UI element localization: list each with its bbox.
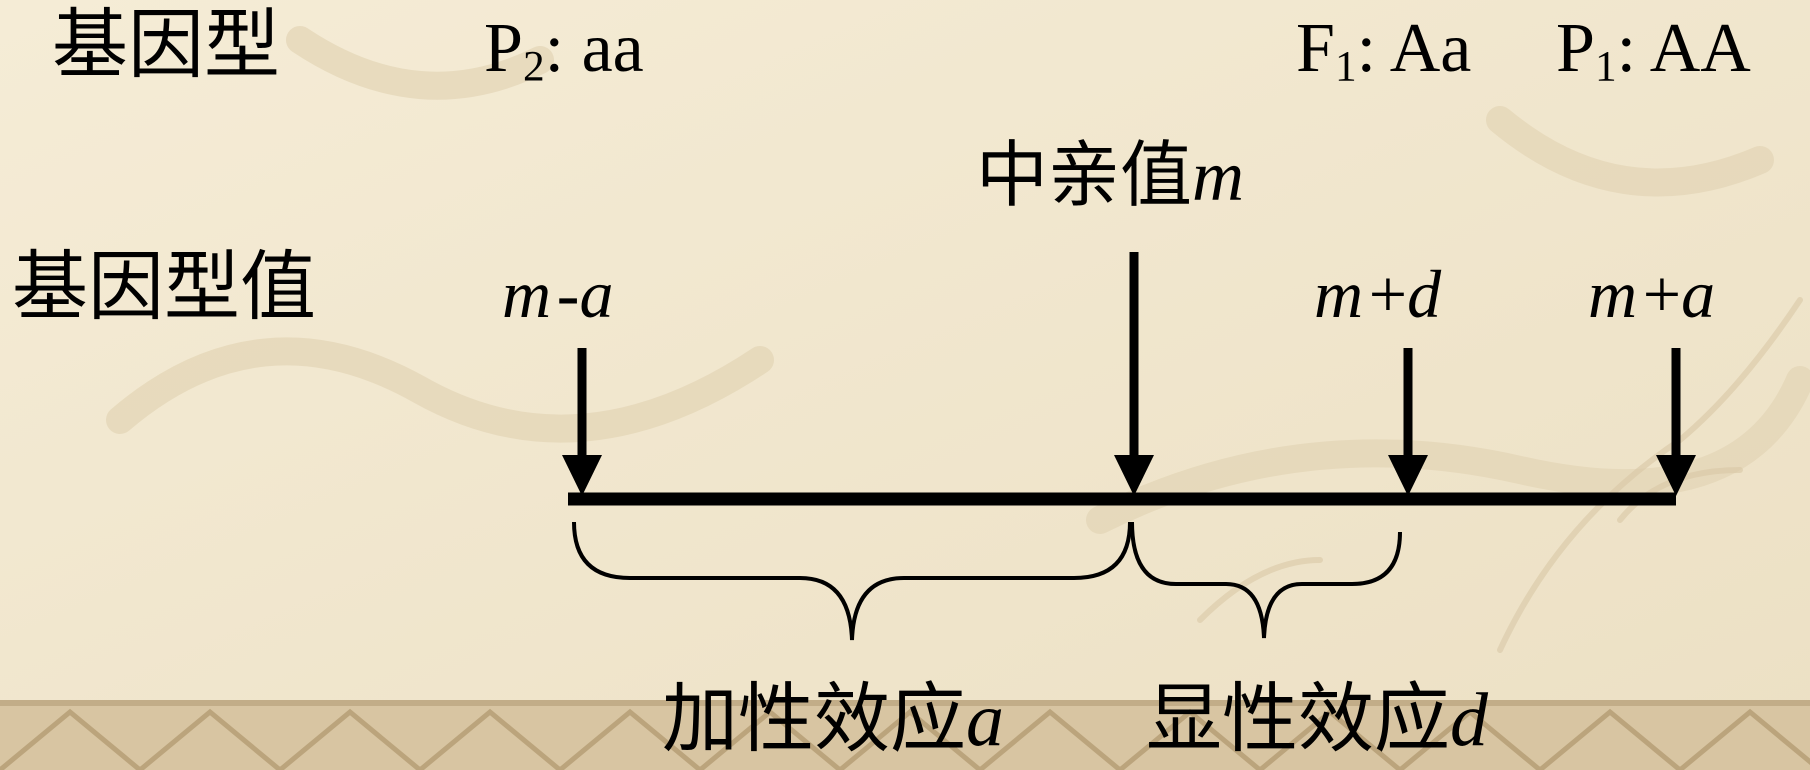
f1-subscript: 1 [1334,42,1357,91]
p1-letter: P [1556,10,1595,87]
dominance-effect-label: 显性效应d [1146,682,1488,758]
p1-genotype: P1: AA [1556,14,1751,89]
f1-genotype: F1: Aa [1296,14,1471,89]
m-plus-d-m: m [1314,256,1364,332]
dominance-effect-text: 显性效应 [1146,678,1450,762]
genotype-row-label: 基因型 [52,4,280,88]
additive-effect-text: 加性效应 [662,678,966,762]
m-minus-a-op: - [556,256,580,332]
m-minus-a-label: m -a [502,260,613,328]
mid-parent-label: 中亲值m [976,140,1244,212]
additive-effect-label: 加性效应a [662,682,1004,758]
f1-genotype-text: : Aa [1356,10,1472,87]
m-plus-a-label: m +a [1588,260,1715,328]
p2-subscript: 2 [522,42,545,91]
m-minus-a-var: a [579,256,614,332]
m-plus-d-var: d [1407,256,1442,332]
m-plus-a-op: + [1642,256,1682,332]
m-plus-a-m: m [1588,256,1638,332]
mid-parent-arrow [1114,252,1154,496]
p1-genotype-text: : AA [1616,10,1751,87]
m-minus-a-arrow [562,348,602,496]
dominance-effect-symbol: d [1450,678,1488,762]
p1-subscript: 1 [1594,42,1617,91]
m-plus-d-label: m +d [1314,260,1441,328]
mid-parent-text: 中亲值 [976,136,1193,216]
p2-genotype-text: : aa [544,10,644,87]
p2-letter: P [484,10,523,87]
dominance-effect-brace [1130,521,1402,639]
f1-letter: F [1296,10,1335,87]
m-plus-d-arrow [1388,348,1428,496]
m-plus-a-var: a [1681,256,1716,332]
mid-parent-symbol: m [1192,136,1245,216]
additive-effect-symbol: a [966,678,1004,762]
p2-genotype: P2: aa [484,14,644,89]
m-plus-d-op: + [1368,256,1408,332]
genotypic-value-row-label: 基因型值 [12,246,316,330]
m-plus-a-arrow [1656,348,1696,496]
m-minus-a-m: m [502,256,552,332]
additive-effect-brace [572,521,1132,641]
